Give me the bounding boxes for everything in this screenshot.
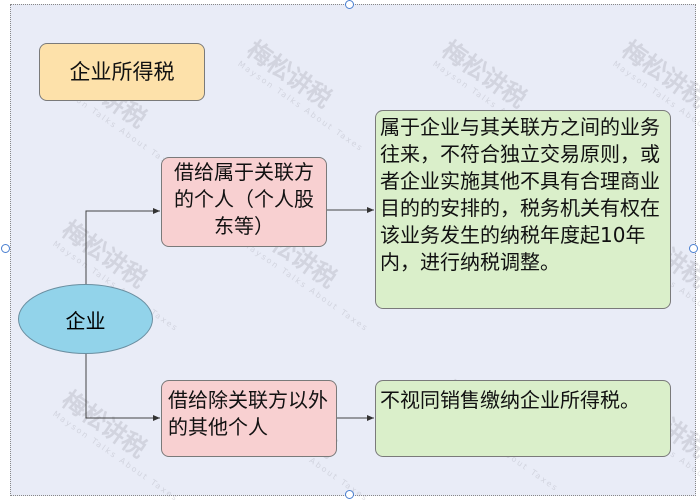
root-node[interactable]: 企业	[18, 284, 153, 354]
branch-node-other-individuals[interactable]: 借给除关联方以外的其他个人	[161, 380, 337, 457]
connector-branch-1	[85, 208, 160, 284]
branch-node-related-party[interactable]: 借给属于关联方的个人（个人股东等）	[161, 157, 327, 247]
connector-branch-2	[85, 354, 160, 421]
resize-handle-top[interactable]	[345, 0, 354, 9]
result-node-other-individuals[interactable]: 不视同销售缴纳企业所得税。	[375, 380, 671, 457]
resize-handle-bottom[interactable]	[345, 490, 354, 499]
resize-handle-right[interactable]	[689, 244, 698, 253]
resize-handle-left[interactable]	[1, 244, 10, 253]
result-node-related-party[interactable]: 属于企业与其关联方之间的业务往来，不符合独立交易原则，或者企业实施其他不具有合理…	[375, 110, 671, 309]
title-node[interactable]: 企业所得税	[39, 43, 205, 101]
